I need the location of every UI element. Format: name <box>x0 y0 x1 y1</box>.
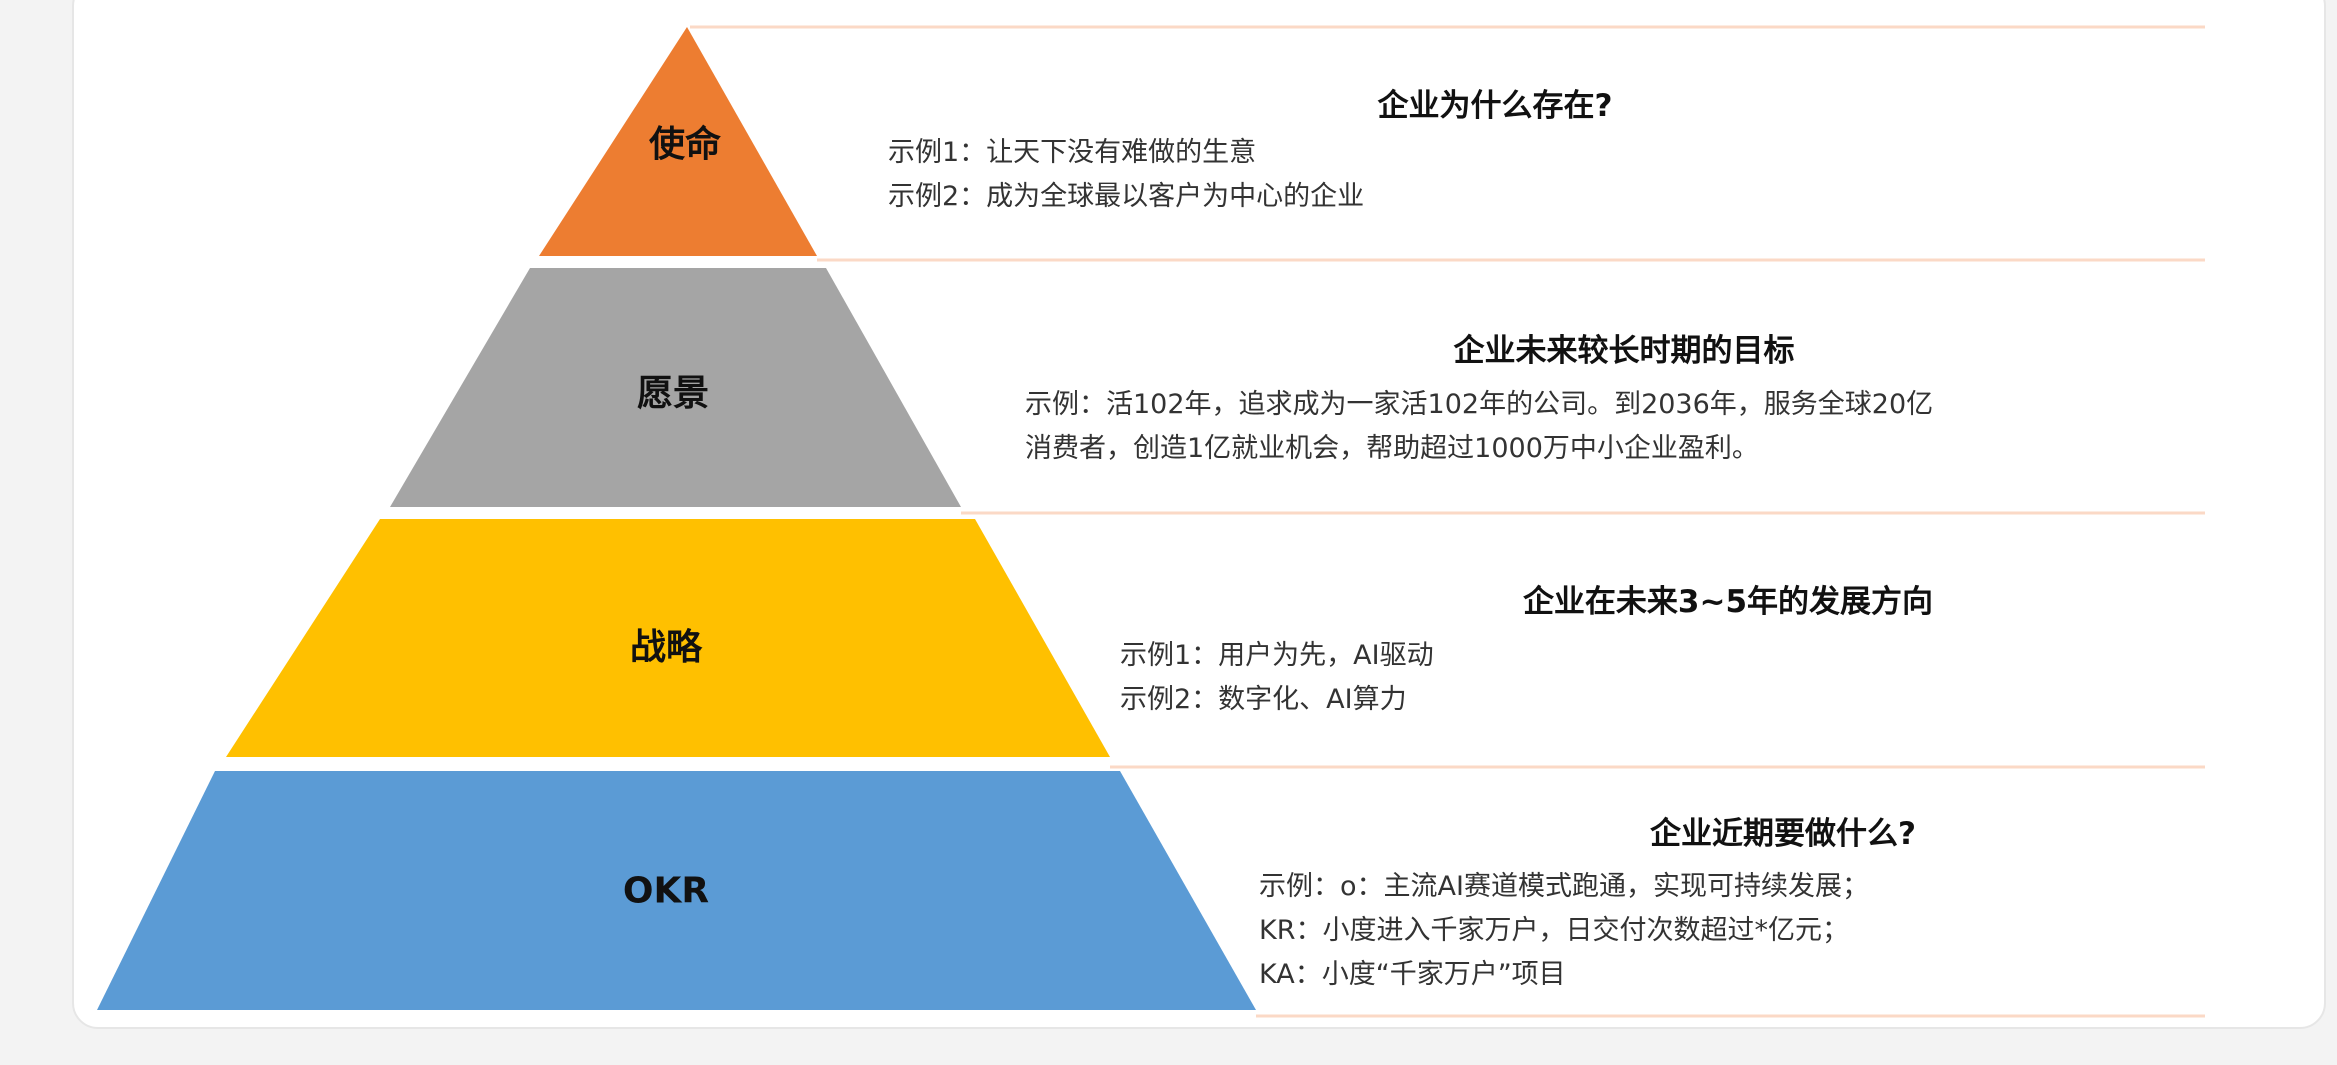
example-line: 消费者，创造1亿就业机会，帮助超过1000万中小企业盈利。 <box>1025 433 1759 464</box>
example-line: 示例2：成为全球最以客户为中心的企业 <box>888 181 1365 212</box>
pyramid-layer-strategy <box>226 519 1110 757</box>
mission-examples: 示例1：让天下没有难做的生意 示例2：成为全球最以客户为中心的企业 <box>888 131 1364 219</box>
example-line: KA：小度“千家万户”项目 <box>1259 959 1566 990</box>
pyramid-layer-mission <box>539 27 817 256</box>
example-line: 示例1：用户为先，AI驱动 <box>1120 640 1434 671</box>
layer-label-okr: OKR <box>622 870 710 912</box>
layer-label-vision: 愿景 <box>636 373 710 414</box>
okr-examples: 示例：o：主流AI赛道模式跑通，实现可持续发展； KR：小度进入千家万户，日交付… <box>1259 865 1869 997</box>
vision-examples: 示例：活102年，追求成为一家活102年的公司。到2036年，服务全球20亿 消… <box>1025 383 1933 471</box>
vision-heading: 企业未来较长时期的目标 <box>1453 333 1795 369</box>
layer-label-strategy: 战略 <box>629 627 703 668</box>
strategy-heading: 企业在未来3~5年的发展方向 <box>1522 584 1934 620</box>
strategy-examples: 示例1：用户为先，AI驱动 示例2：数字化、AI算力 <box>1120 634 1434 722</box>
example-line: 示例1：让天下没有难做的生意 <box>888 137 1257 168</box>
pyramid-layer-okr <box>97 771 1256 1010</box>
example-line: KR：小度进入千家万户，日交付次数超过*亿元； <box>1259 915 1849 946</box>
okr-heading: 企业近期要做什么? <box>1650 816 1916 852</box>
example-line: 示例：活102年，追求成为一家活102年的公司。到2036年，服务全球20亿 <box>1025 389 1934 420</box>
layer-label-mission: 使命 <box>648 124 722 165</box>
example-line: 示例：o：主流AI赛道模式跑通，实现可持续发展； <box>1259 871 1869 902</box>
pyramid-layer-vision <box>390 268 961 507</box>
mission-heading: 企业为什么存在? <box>1377 88 1613 124</box>
example-line: 示例2：数字化、AI算力 <box>1120 684 1407 715</box>
